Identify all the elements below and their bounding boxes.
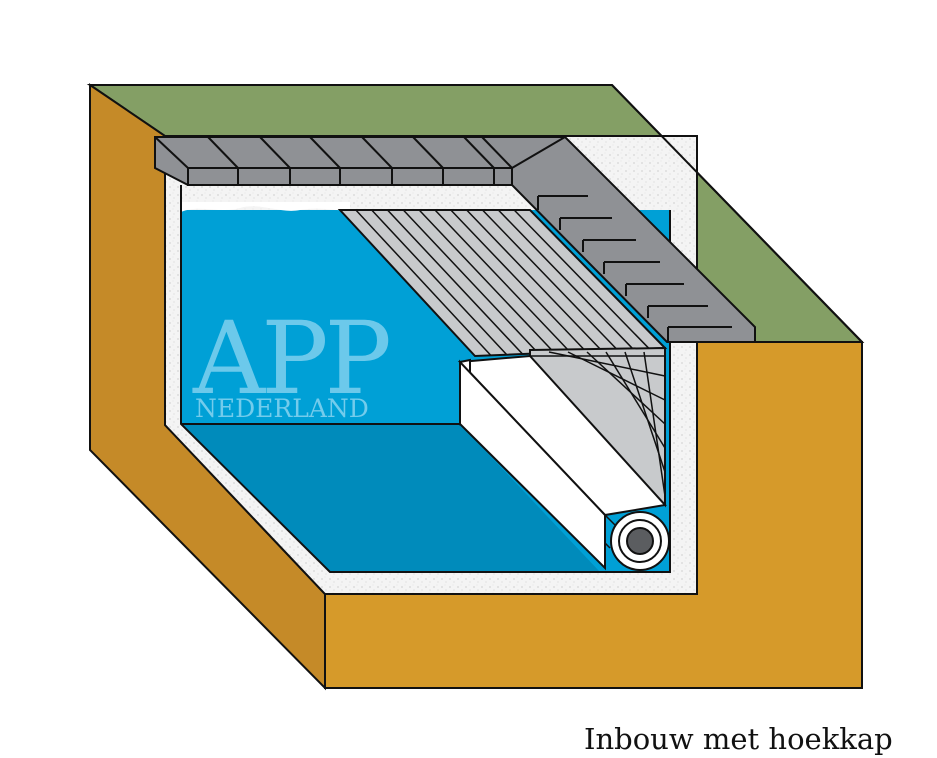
diagram-caption: Inbouw met hoekkap bbox=[584, 722, 893, 756]
divider-line bbox=[402, 209, 539, 354]
roller-axle bbox=[626, 527, 654, 555]
water-surface-wave bbox=[181, 202, 350, 212]
divider-line bbox=[434, 209, 571, 353]
slat-cover bbox=[337, 209, 668, 358]
divider-line bbox=[386, 209, 524, 355]
divider-line bbox=[466, 209, 603, 352]
divider-line bbox=[361, 136, 393, 169]
divider-line bbox=[497, 209, 634, 350]
divider-line bbox=[567, 351, 666, 401]
coping-pavers-corner bbox=[511, 135, 756, 343]
divider-line bbox=[309, 136, 341, 169]
coping-pavers-back bbox=[154, 136, 566, 186]
divider-line bbox=[154, 136, 189, 169]
roller-drum bbox=[457, 354, 670, 571]
divider-line bbox=[643, 351, 666, 497]
watermark-main: APP bbox=[192, 300, 389, 417]
divider-line bbox=[418, 209, 555, 354]
divider-line bbox=[259, 136, 291, 169]
divider-line bbox=[371, 209, 508, 356]
divider-line bbox=[412, 136, 444, 169]
divider-line bbox=[481, 209, 619, 351]
divider-line bbox=[463, 136, 495, 169]
divider-line bbox=[450, 209, 587, 352]
divider-line bbox=[355, 209, 492, 356]
watermark-sub: NEDERLAND bbox=[195, 394, 369, 423]
divider-line bbox=[481, 136, 513, 169]
divider-line bbox=[207, 136, 239, 169]
water-floor bbox=[181, 424, 600, 572]
divider-line bbox=[513, 209, 650, 350]
